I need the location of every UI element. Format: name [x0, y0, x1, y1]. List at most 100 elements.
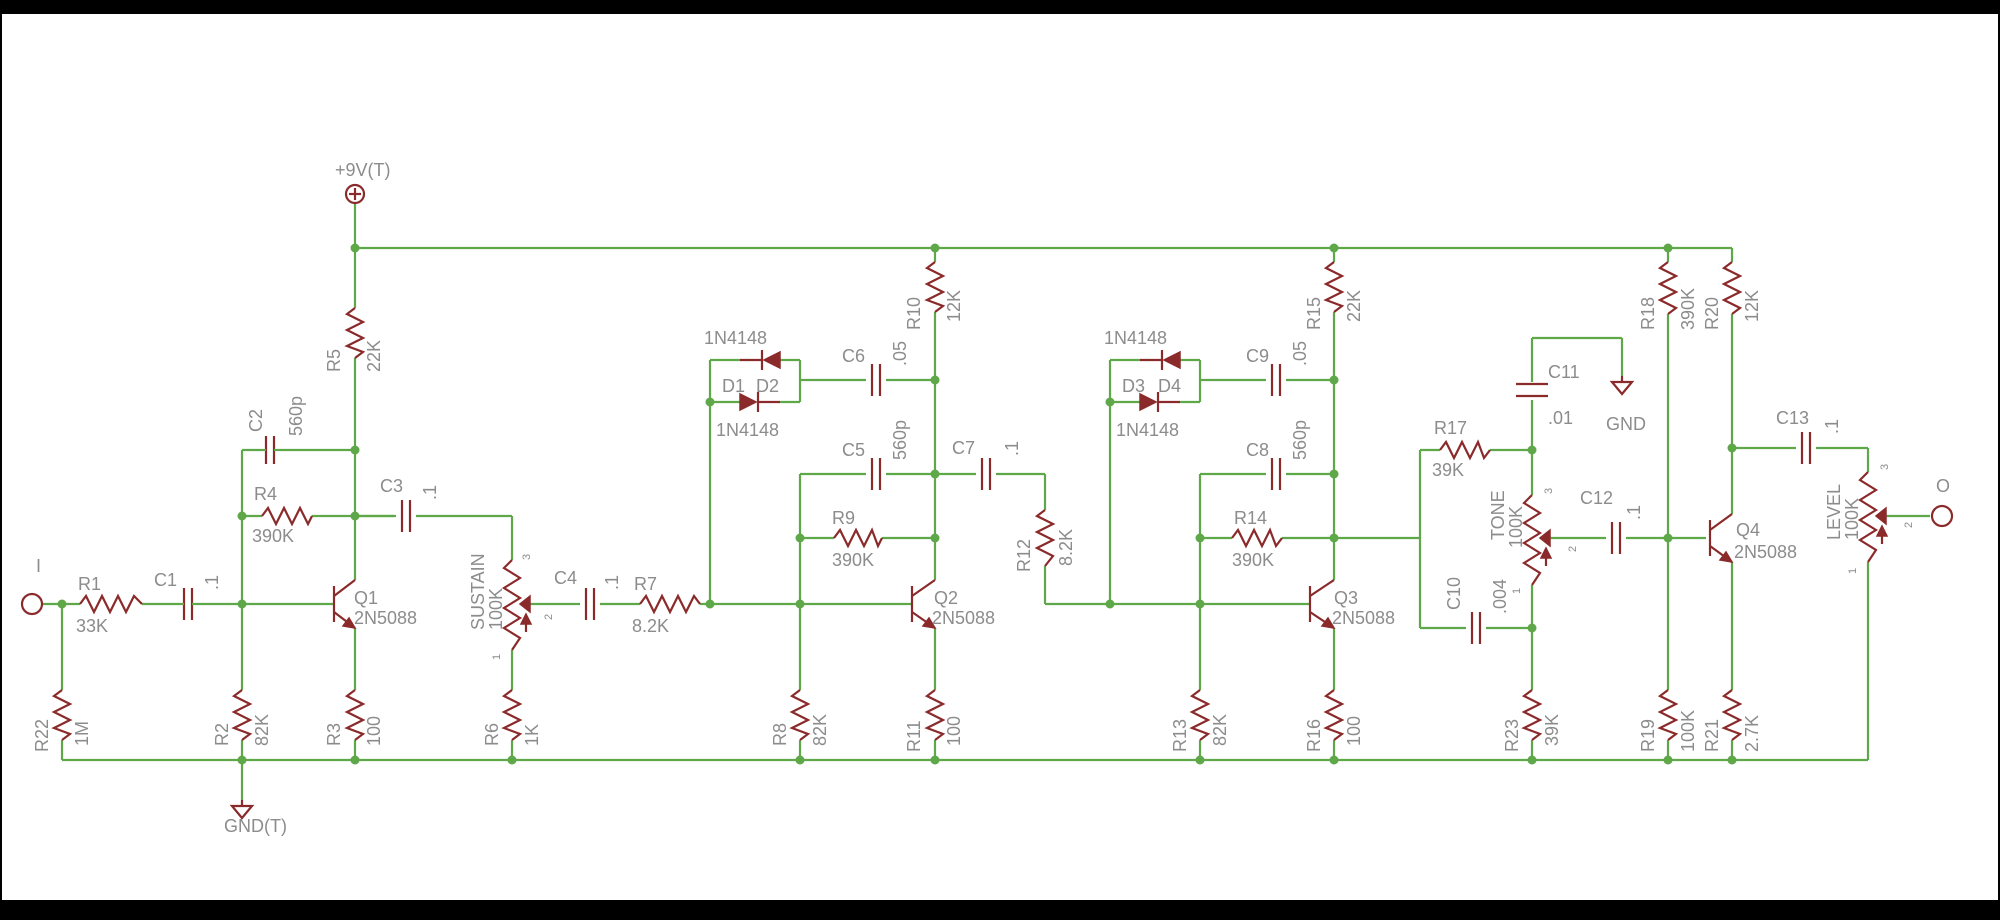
d2-ref: D2: [756, 376, 779, 396]
resistor-r7: R7 8.2K: [632, 574, 701, 636]
r18-value: 390K: [1678, 288, 1698, 330]
r21-ref: R21: [1702, 719, 1722, 752]
resistor-r16: R16 100: [1304, 689, 1364, 752]
potentiometer-level: LEVEL 100K 3 2 1: [1824, 464, 1915, 574]
capacitor-c6: C6 .05: [842, 341, 910, 396]
r13-value: 82K: [1210, 714, 1230, 746]
supply-label: +9V(T): [335, 160, 391, 180]
r16-ref: R16: [1304, 719, 1324, 752]
c5-value: 560p: [890, 420, 910, 460]
q4-part: 2N5088: [1734, 542, 1797, 562]
resistor-r4: R4 390K: [252, 484, 313, 546]
c7-value: .1: [1002, 441, 1022, 456]
c12-value: .1: [1624, 505, 1644, 520]
r6-ref: R6: [482, 723, 502, 746]
ground-label-main: GND(T): [224, 816, 287, 836]
resistor-r12: R12 8.2K: [1014, 509, 1076, 572]
resistor-r19: R19 100K: [1638, 689, 1698, 752]
r21-value: 2.7K: [1742, 715, 1762, 752]
c6-ref: C6: [842, 346, 865, 366]
capacitor-c4: C4 .1: [554, 568, 622, 620]
r17-ref: R17: [1434, 418, 1467, 438]
capacitor-c5: C5 560p: [842, 420, 910, 490]
c2-ref: C2: [246, 409, 266, 432]
r10-value: 12K: [944, 290, 964, 322]
r15-ref: R15: [1304, 297, 1324, 330]
r4-ref: R4: [254, 484, 277, 504]
c11-ref: C11: [1548, 362, 1580, 382]
capacitor-c2: C2 560p: [246, 396, 306, 464]
input-label: I: [36, 556, 41, 576]
capacitor-c11: C11 .01: [1516, 362, 1580, 428]
resistor-r3: R3 100: [324, 689, 384, 746]
c7-ref: C7: [952, 438, 975, 458]
r7-value: 8.2K: [632, 616, 669, 636]
r1-value: 33K: [76, 616, 108, 636]
level-pin1: 1: [1847, 568, 1859, 574]
resistor-r10: R10 12K: [904, 261, 964, 330]
r19-ref: R19: [1638, 719, 1658, 752]
transistor-q1: Q1 2N5088: [332, 579, 417, 630]
c8-value: 560p: [1290, 420, 1310, 460]
resistor-r23: R23 39K: [1502, 689, 1562, 752]
r14-value: 390K: [1232, 550, 1274, 570]
output-label: O: [1936, 476, 1950, 496]
r1-ref: R1: [78, 574, 101, 594]
resistor-r8: R8 82K: [770, 689, 830, 746]
capacitor-c9: C9 .05: [1246, 341, 1310, 396]
c9-ref: C9: [1246, 346, 1269, 366]
r23-value: 39K: [1542, 714, 1562, 746]
d1-part: 1N4148: [716, 420, 779, 440]
resistor-r18: R18 390K: [1638, 261, 1698, 330]
capacitor-c8: C8 560p: [1246, 420, 1310, 490]
r19-value: 100K: [1678, 710, 1698, 752]
sustain-pin2: 2: [543, 614, 555, 620]
r17-value: 39K: [1432, 460, 1464, 480]
c5-ref: C5: [842, 440, 865, 460]
diode-d3: D3 1N4148: [1116, 376, 1180, 440]
c10-ref: C10: [1444, 577, 1464, 610]
c4-ref: C4: [554, 568, 577, 588]
supply-symbol: +9V(T): [335, 160, 391, 205]
capacitor-c3: C3 .1: [380, 476, 440, 532]
tone-name: TONE: [1488, 490, 1508, 540]
resistor-r13: R13 82K: [1170, 689, 1230, 752]
q2-part: 2N5088: [932, 608, 995, 628]
c3-ref: C3: [380, 476, 403, 496]
c10-value: .004: [1490, 579, 1510, 614]
d4-ref: D4: [1158, 376, 1181, 396]
resistor-r9: R9 390K: [832, 508, 883, 570]
r3-value: 100: [364, 716, 384, 746]
resistor-r11: R11 100: [904, 689, 964, 752]
r16-value: 100: [1344, 716, 1364, 746]
r7-ref: R7: [634, 574, 657, 594]
tone-value: 100K: [1506, 506, 1526, 548]
d3-ref: D3: [1122, 376, 1145, 396]
c3-value: .1: [420, 485, 440, 500]
r22-value: 1M: [72, 721, 92, 746]
d3-part: 1N4148: [1116, 420, 1179, 440]
r9-ref: R9: [832, 508, 855, 528]
resistor-r14: R14 390K: [1231, 508, 1283, 570]
d2-part: 1N4148: [704, 328, 767, 348]
diode-d4: 1N4148 D4: [1104, 328, 1181, 396]
level-pin2: 2: [1903, 522, 1915, 528]
r2-ref: R2: [212, 723, 232, 746]
r13-ref: R13: [1170, 719, 1190, 752]
c1-value: .1: [202, 575, 222, 590]
q1-ref: Q1: [354, 588, 378, 608]
r23-ref: R23: [1502, 719, 1522, 752]
r5-value: 22K: [364, 340, 384, 372]
resistor-r21: R21 2.7K: [1702, 689, 1762, 752]
r10-ref: R10: [904, 297, 924, 330]
r11-ref: R11: [904, 720, 924, 752]
c8-ref: C8: [1246, 440, 1269, 460]
c2-value: 560p: [286, 396, 306, 436]
capacitor-c10: C10 .004: [1444, 577, 1510, 644]
resistor-r2: R2 82K: [212, 689, 272, 746]
schematic-canvas: [2, 14, 1998, 900]
q3-ref: Q3: [1334, 588, 1358, 608]
input-jack: I: [20, 556, 44, 616]
sustain-pin1: 1: [491, 654, 503, 660]
